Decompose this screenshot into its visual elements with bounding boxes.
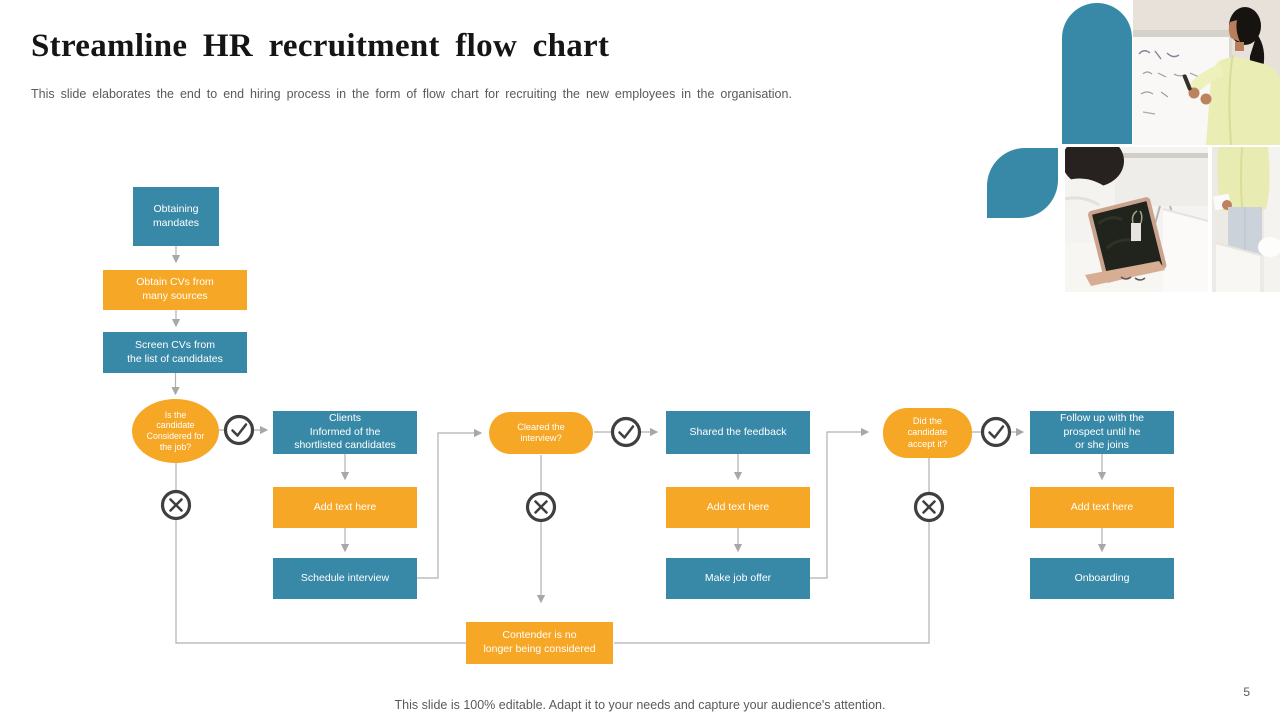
- standing-photo: [1212, 147, 1280, 292]
- flow-node-follow-up: Follow up with the prospect until he or …: [1030, 411, 1174, 454]
- cross-icon: [913, 491, 945, 523]
- desk-photo: [1065, 147, 1208, 292]
- page-title: Streamline HR recruitment flow chart: [31, 28, 610, 64]
- flow-node-make-job-offer: Make job offer: [666, 558, 810, 599]
- flow-node-add-text-1: Add text here: [273, 487, 417, 528]
- presenter-photo-art: [1133, 0, 1280, 145]
- check-icon: [223, 414, 255, 446]
- standing-photo-art: [1212, 147, 1280, 292]
- desk-photo-art: [1065, 147, 1208, 292]
- flow-node-onboarding: Onboarding: [1030, 558, 1174, 599]
- arch-shape: [1062, 3, 1132, 144]
- leaf-shape: [987, 148, 1058, 218]
- flow-node-obtaining-mandates: Obtaining mandates: [133, 187, 219, 246]
- flow-node-add-text-2: Add text here: [666, 487, 810, 528]
- check-icon: [980, 416, 1012, 448]
- flow-node-clients-informed: Clients Informed of the shortlisted cand…: [273, 411, 417, 454]
- cross-icon: [525, 491, 557, 523]
- check-icon: [610, 416, 642, 448]
- flow-node-obtain-cvs: Obtain CVs from many sources: [103, 270, 247, 310]
- flow-decision-cleared: Cleared the interview?: [489, 412, 593, 454]
- footer-note: This slide is 100% editable. Adapt it to…: [394, 698, 886, 712]
- flow-decision-considered: Is the candidate Considered for the job?: [132, 399, 219, 463]
- slide-subtitle: This slide elaborates the end to end hir…: [31, 87, 792, 101]
- page-number: 5: [1243, 685, 1250, 699]
- flow-node-shared-feedback: Shared the feedback: [666, 411, 810, 454]
- flow-node-screen-cvs: Screen CVs from the list of candidates: [103, 332, 247, 373]
- flow-node-schedule-interview: Schedule interview: [273, 558, 417, 599]
- flow-node-contender-out: Contender is no longer being considered: [466, 622, 613, 664]
- cross-icon: [160, 489, 192, 521]
- flow-node-add-text-3: Add text here: [1030, 487, 1174, 528]
- flow-decision-accept: Did the candidate accept it?: [883, 408, 972, 458]
- presenter-photo: [1133, 0, 1280, 145]
